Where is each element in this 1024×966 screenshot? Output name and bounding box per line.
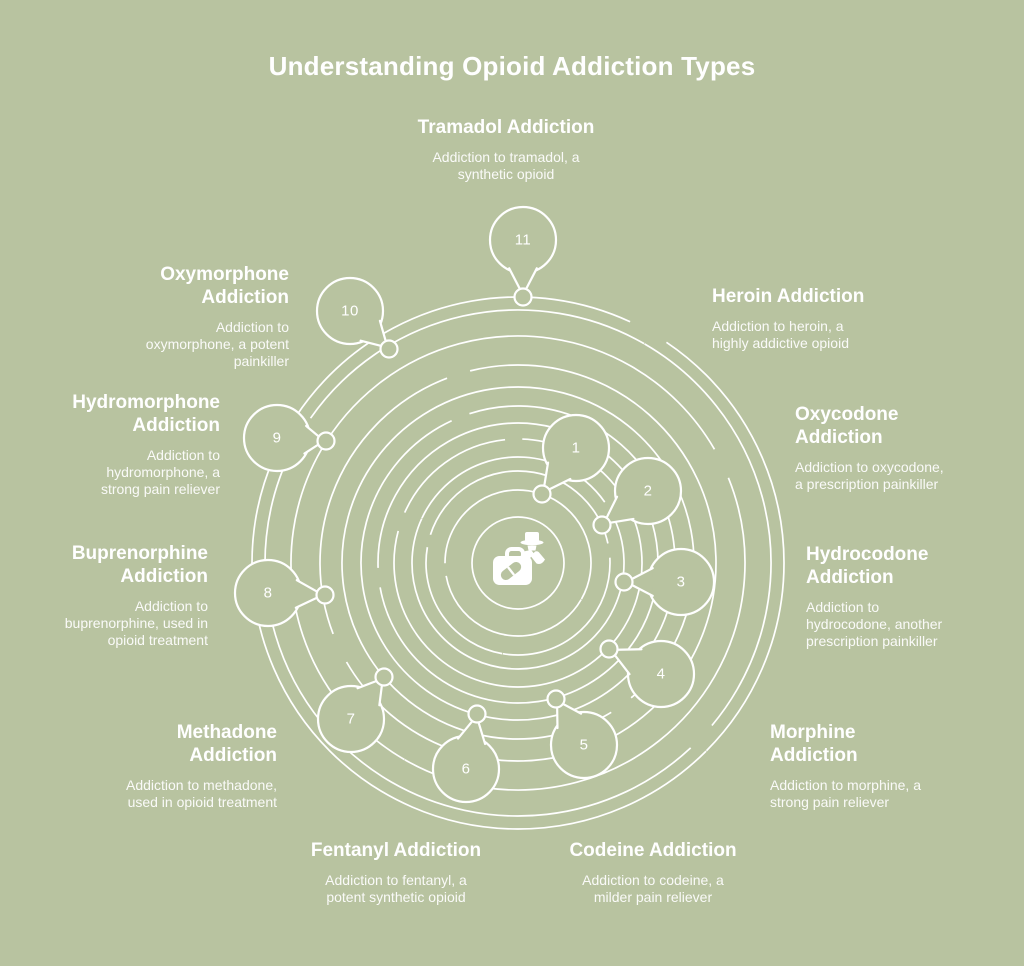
node-dot — [374, 667, 394, 687]
label-fentanyl-addiction: Fentanyl Addiction Addiction to fentanyl… — [296, 840, 496, 907]
label-title: Morphine Addiction — [770, 722, 858, 766]
ring-arc — [251, 296, 785, 830]
pill-capsule — [500, 561, 522, 581]
node-dot — [316, 431, 336, 451]
label-desc: Addiction to tramadol, a synthetic opioi… — [432, 148, 580, 183]
label-hydrocodone-addiction: Hydrocodone Addiction Addiction to hydro… — [806, 544, 1006, 651]
label-methadone-addiction: Methadone Addiction Addiction to methado… — [77, 722, 277, 811]
label-codeine-addiction: Codeine Addiction Addiction to codeine, … — [553, 840, 753, 907]
bubble-number: 7 — [347, 711, 356, 728]
label-title: Tramadol Addiction — [417, 117, 595, 138]
page-title: Understanding Opioid Addiction Types — [268, 51, 756, 81]
spiral-node-dots — [315, 287, 634, 724]
label-title: Hydrocodone Addiction — [806, 544, 929, 588]
label-desc: Addiction to hydromorphone, a strong pai… — [100, 446, 220, 498]
label-desc: Addiction to codeine, a milder pain reli… — [582, 871, 724, 906]
bubble-number: 5 — [580, 737, 589, 754]
bubble-number: 3 — [677, 574, 686, 591]
node-dot — [599, 639, 619, 659]
label-desc: Addiction to oxymorphone, a potent paink… — [145, 318, 289, 370]
medical-bag-doctor-icon — [493, 532, 545, 585]
bubble-number: 2 — [644, 483, 653, 500]
bubble-number: 10 — [341, 303, 359, 320]
doctor-scarf — [531, 551, 545, 564]
label-title: Hydromorphone Addiction — [72, 392, 220, 436]
ring-arc — [264, 309, 772, 817]
node-dot — [546, 689, 566, 709]
ring-arc — [425, 470, 611, 656]
label-oxymorphone-addiction: Oxymorphone Addiction Addiction to oxymo… — [89, 264, 289, 371]
label-title: Oxycodone Addiction — [795, 404, 899, 448]
label-desc: Addiction to heroin, a highly addictive … — [712, 317, 849, 352]
number-bubble — [541, 413, 611, 483]
node-dot — [532, 484, 552, 504]
node-dot — [614, 572, 634, 592]
node-dot — [467, 704, 487, 724]
number-bubble — [613, 456, 683, 526]
label-title: Codeine Addiction — [569, 840, 737, 861]
ring-arc — [471, 516, 565, 610]
doctor-hat-crown — [525, 532, 539, 542]
node-dot — [315, 585, 335, 605]
bubble-number: 6 — [462, 761, 471, 778]
bubble-number: 9 — [273, 430, 282, 447]
bubble-number: 11 — [515, 232, 532, 249]
bubble-number: 4 — [657, 666, 666, 683]
label-title: Heroin Addiction — [712, 286, 865, 307]
label-desc: Addiction to oxycodone, a prescription p… — [795, 458, 944, 492]
node-dot — [513, 287, 533, 307]
medical-bag — [493, 547, 532, 585]
label-title: Buprenorphine Addiction — [71, 543, 208, 587]
pill-divider — [506, 566, 516, 576]
label-tramadol-addiction: Tramadol Addiction Addiction to tramadol… — [406, 117, 606, 184]
node-dot — [592, 515, 612, 535]
number-bubble — [315, 276, 385, 346]
number-bubble — [549, 710, 619, 780]
label-desc: Addiction to buprenorphine, used in opio… — [64, 597, 208, 649]
label-desc: Addiction to fentanyl, a potent syntheti… — [325, 871, 467, 906]
bubble-number: 8 — [264, 585, 273, 602]
label-hydromorphone-addiction: Hydromorphone Addiction Addiction to hyd… — [20, 392, 220, 499]
ring-arc — [393, 438, 643, 688]
node-dot — [379, 339, 399, 359]
label-title: Oxymorphone Addiction — [160, 264, 289, 308]
ring-arc — [290, 335, 746, 791]
label-title: Fentanyl Addiction — [310, 840, 482, 861]
label-heroin-addiction: Heroin Addiction Addiction to heroin, a … — [712, 286, 912, 353]
label-title: Methadone Addiction — [176, 722, 277, 766]
label-desc: Addiction to morphine, a strong pain rel… — [770, 776, 921, 810]
doctor-hat-brim — [520, 539, 544, 546]
doctor-face — [527, 545, 537, 551]
label-desc: Addiction to methadone, used in opioid t… — [126, 776, 277, 810]
label-desc: Addiction to hydrocodone, another prescr… — [806, 598, 943, 650]
number-bubble — [316, 684, 386, 754]
bubble-number: 1 — [572, 440, 581, 457]
label-buprenorphine-addiction: Buprenorphine Addiction Addiction to bup… — [8, 543, 208, 650]
label-oxycodone-addiction: Oxycodone Addiction Addiction to oxycodo… — [795, 404, 995, 493]
ring-arc — [444, 489, 592, 637]
label-morphine-addiction: Morphine Addiction Addiction to morphine… — [770, 722, 970, 811]
